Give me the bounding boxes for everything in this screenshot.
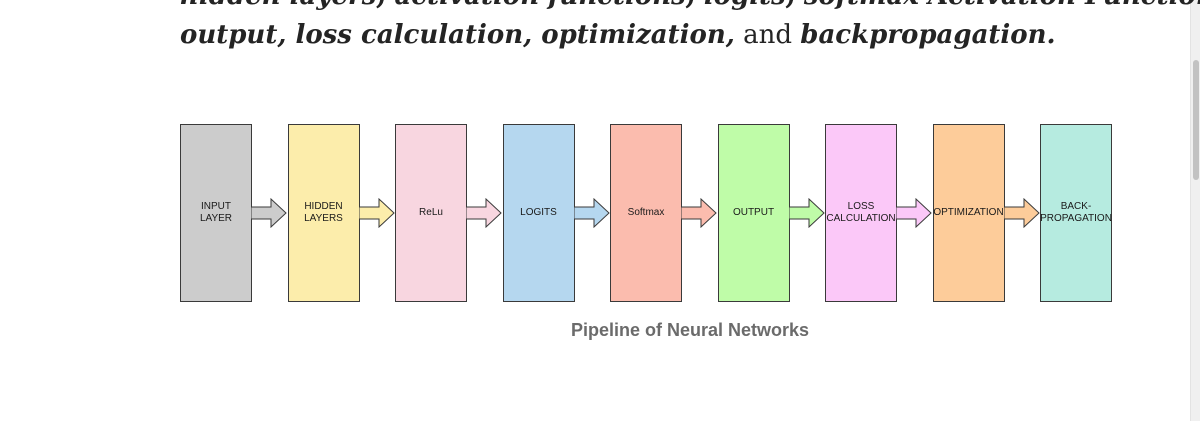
stage-box: ReLu — [395, 124, 467, 302]
scrollbar-thumb[interactable] — [1193, 60, 1199, 180]
stage-box: LOSS CALCULATION — [825, 124, 897, 302]
stage-label: Softmax — [627, 207, 665, 218]
figure-caption: Pipeline of Neural Networks — [570, 320, 810, 340]
flow-arrow-icon — [788, 198, 825, 228]
flow-arrow-icon — [681, 198, 717, 228]
flow-arrow-icon — [1003, 198, 1040, 228]
flow-arrow-icon — [573, 198, 610, 228]
stage-label: HIDDEN LAYERS — [304, 201, 343, 224]
term-backpropagation: backpropagation. — [800, 20, 1056, 50]
stage-box: INPUT LAYER — [180, 124, 252, 302]
stage-label: LOGITS — [520, 207, 557, 218]
stage-box: BACK- PROPAGATION — [1040, 124, 1112, 302]
stage-box: OUTPUT — [717, 124, 790, 302]
flow-arrow-icon — [466, 198, 502, 228]
conjunction: and — [734, 20, 801, 50]
clipped-text: hidden layers, activation functions, log… — [180, 0, 1200, 11]
stage-box: OPTIMIZATION — [932, 124, 1005, 302]
stage-label: ReLu — [419, 207, 443, 218]
stage-label: INPUT LAYER — [199, 201, 233, 224]
stage-label: OUTPUT — [732, 207, 775, 218]
paragraph-line-clipped: hidden layers, activation functions, log… — [180, 0, 1200, 11]
stage-label: LOSS CALCULATION — [826, 201, 896, 224]
stage-box: HIDDEN LAYERS — [287, 124, 360, 302]
stage-label: OPTIMIZATION — [933, 207, 1004, 218]
term-list: output, loss calculation, optimization, — [180, 20, 735, 50]
stage-box: Softmax — [610, 124, 682, 302]
flow-arrow-icon — [251, 198, 287, 228]
flow-arrow-icon — [896, 198, 932, 228]
pipeline-diagram: INPUT LAYER HIDDEN LAYERS ReLu LOGITS Softma… — [180, 124, 1112, 304]
stage-box: LOGITS — [502, 124, 575, 302]
flow-arrow-icon — [358, 198, 395, 228]
paragraph-line: output, loss calculation, optimization, … — [180, 20, 1056, 50]
scrollbar[interactable] — [1190, 0, 1200, 421]
stage-label: BACK- PROPAGATION — [1040, 201, 1112, 224]
